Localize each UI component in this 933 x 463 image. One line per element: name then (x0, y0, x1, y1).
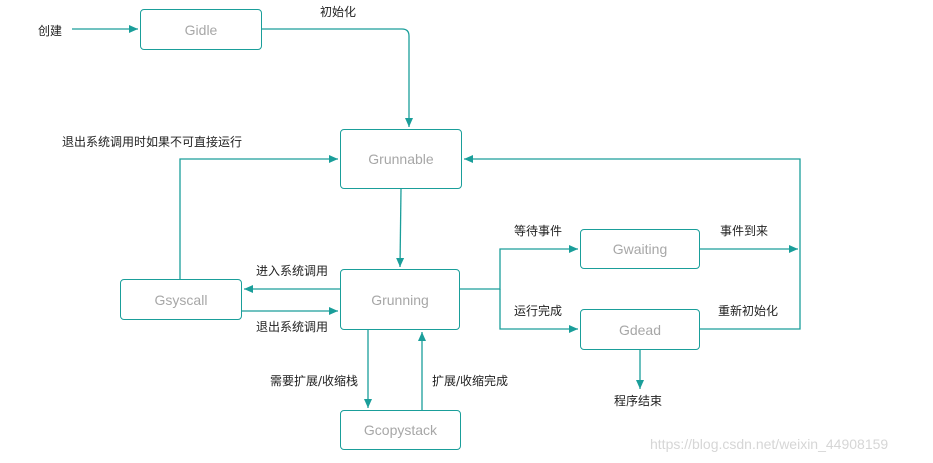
node-gidle: Gidle (140, 9, 262, 50)
node-gwaiting: Gwaiting (580, 229, 700, 269)
label-create: 创建 (38, 24, 63, 38)
watermark-text: https://blog.csdn.net/weixin_44908159 (650, 436, 889, 452)
label-reinit: 重新初始化 (718, 304, 779, 318)
edge-gsyscall-to-grunnable (179, 155, 338, 279)
label-event-arrived: 事件到来 (720, 224, 769, 238)
node-gcopystack: Gcopystack (340, 410, 461, 450)
edge-grunning-branch (460, 245, 578, 290)
node-gsyscall: Gsyscall (120, 279, 242, 320)
label-finish-running: 运行完成 (514, 304, 563, 318)
edge-gdead-return (464, 155, 801, 330)
label-need-stack-resize: 需要扩展/收缩栈 (270, 374, 359, 388)
label-stack-resize-done: 扩展/收缩完成 (432, 374, 509, 388)
label-wait-event: 等待事件 (514, 224, 563, 238)
node-grunnable: Grunnable (340, 129, 462, 189)
node-gdead: Gdead (580, 309, 700, 350)
label-exit-syscall: 退出系统调用 (256, 320, 329, 334)
edge-grunnable-to-grunning (396, 188, 405, 268)
label-program-end: 程序结束 (614, 394, 663, 408)
label-init: 初始化 (320, 5, 357, 19)
node-grunning: Grunning (340, 269, 460, 330)
label-syscall-exit-not-runnable: 退出系统调用时如果不可直接运行 (62, 135, 243, 149)
edge-gidle-to-grunnable (262, 28, 413, 127)
edge-grunning-to-gdead (499, 289, 578, 333)
label-enter-syscall: 进入系统调用 (256, 264, 329, 278)
